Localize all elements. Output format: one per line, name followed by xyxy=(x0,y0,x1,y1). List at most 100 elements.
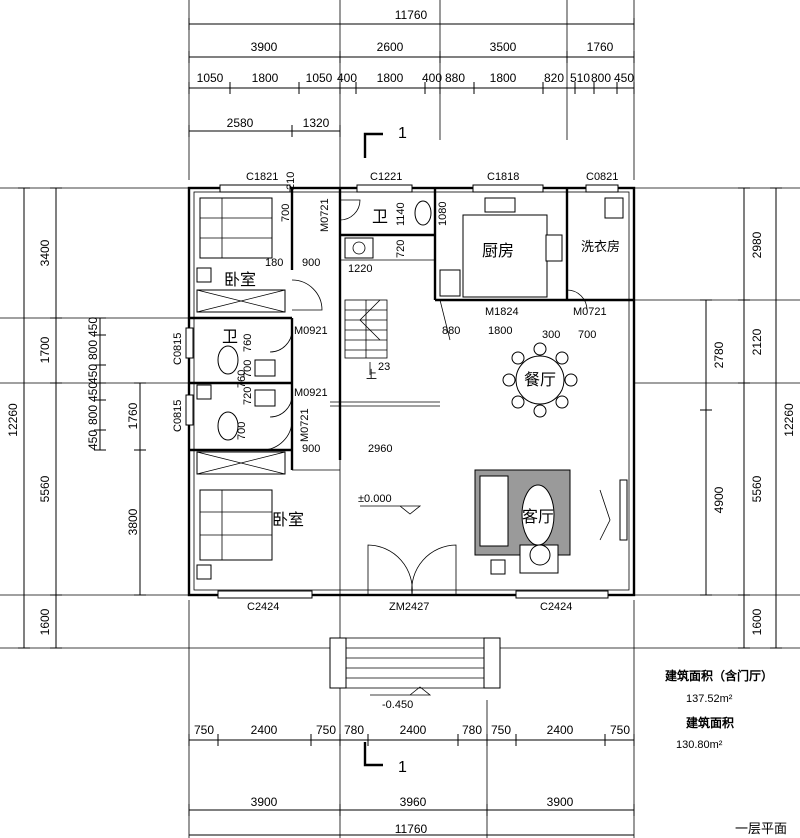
dim-right-o-0: 2980 xyxy=(750,231,764,258)
porch xyxy=(329,637,501,689)
label-c1818: C1818 xyxy=(487,171,519,183)
label-c0821: C0821 xyxy=(586,171,618,183)
dim-bot-r1-4: 2400 xyxy=(400,723,427,737)
area-label: 建筑面积 xyxy=(685,715,734,730)
room-dining: 餐厅 xyxy=(524,371,556,389)
dim-top-r2-4: 1800 xyxy=(377,71,404,85)
plan-title: 一层平面 xyxy=(735,821,787,836)
dim-left-i-2: 450 xyxy=(86,364,100,384)
idim-720b: 720 xyxy=(242,387,254,405)
dim-bot-r1-5: 780 xyxy=(462,723,482,737)
dim-top-r1-0: 3900 xyxy=(251,40,278,54)
kitchen-fixtures xyxy=(439,197,624,298)
dim-bot-r2-0: 3900 xyxy=(251,795,278,809)
dim-bot-r2-2: 3900 xyxy=(547,795,574,809)
dim-right-total: 12260 xyxy=(782,403,796,437)
idim-700d: 700 xyxy=(236,422,248,440)
section-label-bottom: 1 xyxy=(398,759,407,776)
dim-left-i-0: 450 xyxy=(86,317,100,337)
label-c0815b: C0815 xyxy=(172,400,184,432)
level-outside: -0.450 xyxy=(382,699,413,711)
interior-walls xyxy=(189,188,634,471)
dim-left-o-0: 3400 xyxy=(38,239,52,266)
idim-760a: 760 xyxy=(242,334,254,352)
dim-right-o-3: 1600 xyxy=(750,608,764,635)
dim-top-r2-2: 1050 xyxy=(306,71,333,85)
room-laundry: 洗衣房 xyxy=(581,239,620,254)
dim-top-r2-1: 1800 xyxy=(252,71,279,85)
dim-bot-r1-1: 2400 xyxy=(251,723,278,737)
label-m0921b: M0921 xyxy=(294,387,328,399)
dim-left-i2-1: 3800 xyxy=(126,508,140,535)
label-c2424a: C2424 xyxy=(247,601,279,613)
level-floor: ±0.000 xyxy=(358,493,392,505)
idim-300: 300 xyxy=(542,329,560,341)
label-m0721b: M0721 xyxy=(299,408,311,442)
dim-left-i-5: 450 xyxy=(86,430,100,450)
dim-bot-r1-2: 750 xyxy=(316,723,336,737)
area-with-porch-label: 建筑面积（含门厅） xyxy=(664,668,773,683)
room-kitchen: 厨房 xyxy=(482,242,514,260)
room-bath-top: 卫 xyxy=(372,209,388,226)
idim-1800: 1800 xyxy=(488,325,512,337)
room-bath-mid: 卫 xyxy=(222,329,238,346)
right-dimension-chains: 12260 2980 2120 5560 1600 2780 4900 xyxy=(700,187,796,649)
idim-720: 720 xyxy=(395,240,407,258)
dim-top-r2-10: 800 xyxy=(591,71,611,85)
dim-bot-r1-7: 2400 xyxy=(547,723,574,737)
dim-left-i-4: 800 xyxy=(86,405,100,425)
left-dimension-chains: 12260 3400 1700 5560 1600 450 800 450 45… xyxy=(6,187,146,649)
dim-bot-r1-3: 780 xyxy=(344,723,364,737)
dining-table xyxy=(502,342,578,418)
idim-1220: 1220 xyxy=(348,263,372,275)
living-furniture xyxy=(474,469,611,575)
section-marks xyxy=(363,132,383,767)
dim-top-r2-8: 820 xyxy=(544,71,564,85)
dim-right-o-1: 2120 xyxy=(750,328,764,355)
dim-top-r2-5: 400 xyxy=(422,71,442,85)
idim-2960: 2960 xyxy=(368,443,392,455)
dim-top-r2-9: 510 xyxy=(570,71,590,85)
area-with-porch-value: 137.52m² xyxy=(686,693,733,705)
dim-top-r3-0: 2580 xyxy=(227,116,254,130)
dim-top-r1-1: 2600 xyxy=(377,40,404,54)
idim-1080: 1080 xyxy=(437,202,449,226)
label-zm2427: ZM2427 xyxy=(389,601,429,613)
idim-1140: 1140 xyxy=(395,202,407,226)
idim-900b: 900 xyxy=(302,443,320,455)
idim-900a: 900 xyxy=(302,257,320,269)
dim-left-i2-0: 1760 xyxy=(126,402,140,429)
idim-880: 880 xyxy=(442,325,460,337)
dim-bot-r2-1: 3960 xyxy=(400,795,427,809)
dim-bot-r1-0: 750 xyxy=(194,723,214,737)
idim-700: 700 xyxy=(280,204,292,222)
dim-bot-r1-6: 750 xyxy=(491,723,511,737)
dim-top-r2-11: 450 xyxy=(614,71,634,85)
idim-700c: 700 xyxy=(242,360,254,378)
doors xyxy=(261,199,588,596)
room-living: 客厅 xyxy=(522,508,554,526)
stair-count: 23 xyxy=(378,361,390,373)
dim-bot-total: 11760 xyxy=(395,822,428,836)
idim-760b: 760 xyxy=(236,370,248,388)
label-c0815a: C0815 xyxy=(172,333,184,365)
dim-left-o-3: 1600 xyxy=(38,608,52,635)
dim-top-r1-3: 1760 xyxy=(587,40,614,54)
room-bedroom-bottom: 卧室 xyxy=(272,511,304,529)
dim-right-i-0: 2780 xyxy=(712,341,726,368)
dim-top-r2-3: 400 xyxy=(337,71,357,85)
area-value: 130.80m² xyxy=(676,739,723,751)
dim-top-r2-0: 1050 xyxy=(197,71,224,85)
label-m0921a: M0921 xyxy=(294,325,328,337)
bed-top xyxy=(196,197,286,313)
label-c1221: C1221 xyxy=(370,171,402,183)
bottom-dimension-chains: 750 2400 750 780 2400 780 750 2400 750 3… xyxy=(188,723,635,836)
dim-left-total: 12260 xyxy=(6,403,20,437)
dim-top-r2-6: 880 xyxy=(445,71,465,85)
idim-210: 210 xyxy=(285,172,297,190)
label-c2424b: C2424 xyxy=(540,601,572,613)
dim-right-o-2: 5560 xyxy=(750,475,764,502)
top-dimension-chains: 11760 3900 2600 3500 1760 1050 1800 1050… xyxy=(188,8,635,137)
dim-top-r3-1: 1320 xyxy=(303,116,330,130)
